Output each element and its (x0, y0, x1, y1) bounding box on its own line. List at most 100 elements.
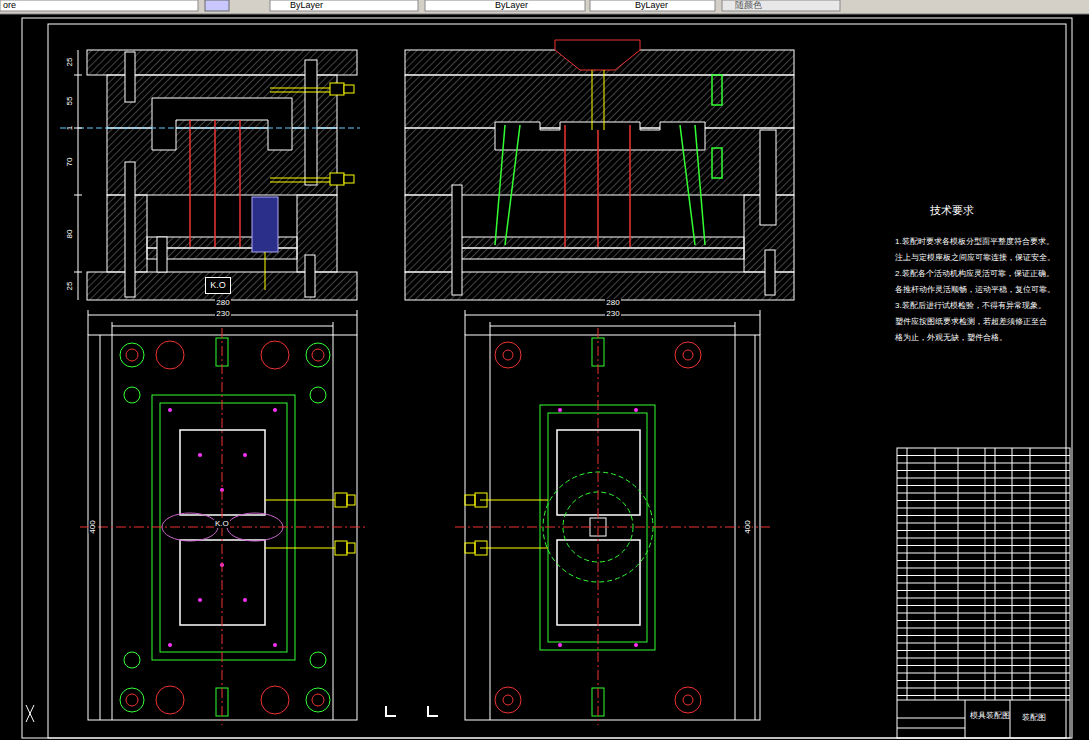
drawing-rect (22, 18, 1072, 738)
drawing-rect (330, 83, 344, 95)
drawing-line (760, 310, 761, 335)
dimension: 280 (215, 299, 230, 307)
note-line: 1.装配时要求各模板分型面平整度符合要求。 (895, 238, 1054, 246)
drawing-line (598, 328, 599, 725)
drawing-g (465, 493, 548, 555)
drawing-line (465, 310, 466, 335)
drawing-line (265, 548, 335, 549)
drawing-g (26, 705, 34, 722)
dimension: 400 (744, 520, 752, 533)
dimension: 55 (66, 97, 74, 106)
drawing-circle (120, 343, 144, 367)
drawing-circle (243, 598, 247, 602)
title-cell: 装配图 (1022, 714, 1046, 722)
drawing-line (897, 718, 965, 719)
drawing-g (455, 328, 770, 725)
drawing-g (87, 50, 357, 300)
dimension: 280 (605, 299, 620, 307)
drawing-path (270, 178, 330, 182)
note-line: 塑件应按图纸要求检测，若超差须修正至合 (895, 318, 1047, 326)
drawing-line (74, 75, 82, 76)
dimension: 70 (66, 158, 74, 167)
drawing-rect (344, 85, 354, 93)
drawing-circle (120, 688, 144, 712)
dimension: 80 (66, 230, 74, 239)
drawing-circle (683, 350, 693, 360)
drawing-rect (297, 195, 337, 272)
drawing-path (897, 456, 1070, 696)
node-text: K.O (210, 281, 226, 290)
drawing-rect (452, 185, 462, 295)
drawing-circle (503, 695, 513, 705)
drawing-line (60, 128, 360, 129)
drawing-line (265, 500, 335, 501)
note-line: 2.装配各个活动机构应灵活可靠，保证正确。 (895, 270, 1054, 278)
drawing-line (189, 120, 191, 247)
dimension: 1 (66, 126, 74, 130)
drawing-circle (310, 652, 326, 668)
drawing-rect (330, 173, 344, 185)
drawing-line (965, 700, 966, 738)
drawing-circle (558, 408, 562, 412)
drawing-path (270, 88, 330, 92)
drawing-line (695, 125, 705, 245)
drawing-circle (126, 349, 138, 361)
drawing-rect (205, 0, 229, 11)
dimension: 400 (89, 520, 97, 533)
drawing-rect (270, 0, 418, 11)
drawing-line (0, 14, 1089, 15)
drawing-circle (126, 694, 138, 706)
toolbar-text: ByLayer (495, 1, 528, 10)
drawing-line (480, 500, 548, 501)
drawing-rect (722, 0, 840, 11)
drawing-polygon (495, 122, 705, 150)
drawing-g (265, 493, 355, 555)
drawing-circle (156, 341, 184, 369)
drawing-line (112, 322, 113, 335)
note-line: 3.装配后进行试模检验，不得有异常现象。 (895, 302, 1046, 310)
drawing-line (112, 326, 333, 327)
drawing-rect (897, 448, 1070, 738)
drawing-rect (455, 237, 744, 248)
drawing-circle (124, 387, 140, 403)
drawing-circle (273, 643, 277, 647)
drawing-rect (712, 75, 722, 105)
drawing-rect (125, 52, 135, 102)
drawing-rect (405, 75, 794, 128)
drawing-rect (590, 0, 715, 11)
drawing-line (755, 335, 756, 720)
drawing-line (265, 252, 266, 290)
drawing-circle (634, 643, 638, 647)
drawing-circle (495, 687, 521, 713)
dimension: 230 (605, 310, 620, 318)
drawing-rect (455, 248, 744, 259)
dimension: 25 (66, 282, 74, 291)
drawing-line (490, 326, 735, 327)
drawing-g (270, 88, 330, 182)
title-cell: 模具装配图 (970, 712, 1010, 720)
toolbar-text: ByLayer (290, 1, 323, 10)
drawing-rect (157, 237, 167, 272)
drawing-line (74, 195, 82, 196)
drawing-line (357, 310, 358, 335)
toolbar-text: 随颜色 (735, 1, 762, 10)
drawing-circle (310, 387, 326, 403)
drawing-g (405, 50, 794, 300)
drawing-path (386, 706, 396, 716)
drawing-rect (335, 541, 347, 555)
ko-box: K.O (205, 277, 231, 294)
drawing-rect (0, 0, 198, 11)
drawing-g (897, 448, 1070, 738)
drawing-circle (168, 643, 172, 647)
note-line: 各推杆动作灵活顺畅，运动平稳，复位可靠。 (895, 286, 1055, 294)
drawing-rect (765, 250, 775, 295)
drawing-circle (124, 652, 140, 668)
drawing-g (495, 75, 722, 245)
drawing-g (465, 310, 760, 720)
drawing-circle (558, 643, 562, 647)
drawing-circle (273, 408, 277, 412)
drawing-rect (107, 128, 337, 195)
drawing-rect (0, 0, 1089, 14)
drawing-line (897, 700, 1070, 701)
drawing-circle (168, 408, 172, 412)
